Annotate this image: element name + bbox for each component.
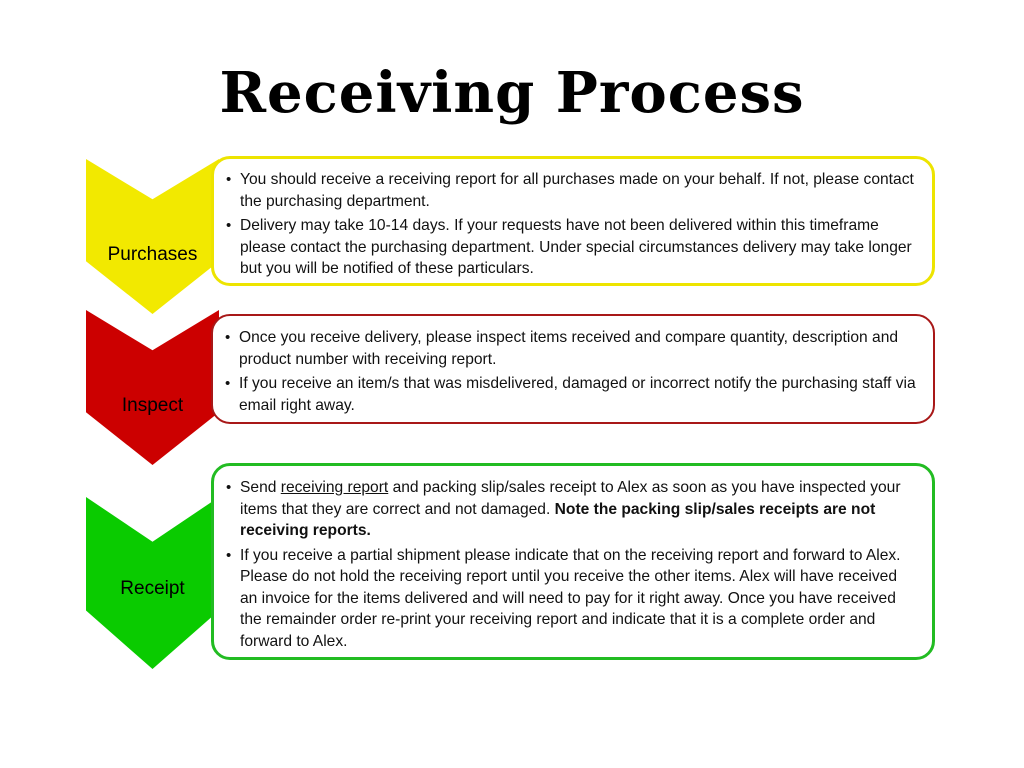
text-plain: Send (240, 479, 281, 496)
stage-arrow-inspect: Inspect (86, 310, 219, 465)
list-item: If you receive a partial shipment please… (226, 545, 918, 653)
list-item: If you receive an item/s that was misdel… (225, 373, 919, 416)
text-emphasis: Note the packing slip/sales receipts are… (240, 500, 876, 540)
list-item: You should receive a receiving report fo… (226, 169, 918, 212)
stage-label-purchases: Purchases (107, 244, 198, 265)
list-item: Once you receive delivery, please inspec… (225, 327, 919, 370)
page-title: Receiving Process (219, 60, 805, 126)
text-plain: and packing slip/sales receipt to Alex a… (240, 479, 901, 518)
stage-label-receipt: Receipt (120, 578, 185, 599)
list-item: Send receiving report and packing slip/s… (226, 477, 918, 542)
link-receiving-report: receiving report (280, 479, 389, 496)
stage-arrow-purchases: Purchases (86, 159, 219, 314)
bullet-list-receipt: Send receiving report and packing slip/s… (226, 477, 918, 652)
stage-callout-purchases: You should receive a receiving report fo… (211, 156, 935, 286)
stage-callout-inspect: Once you receive delivery, please inspec… (211, 314, 935, 424)
bullet-list-purchases: You should receive a receiving report fo… (226, 169, 918, 280)
bullet-list-inspect: Once you receive delivery, please inspec… (225, 327, 919, 416)
stage-callout-receipt: Send receiving report and packing slip/s… (211, 463, 935, 660)
list-item: Delivery may take 10-14 days. If your re… (226, 215, 918, 280)
stage-label-inspect: Inspect (121, 395, 184, 416)
stage-arrow-receipt: Receipt (86, 497, 219, 669)
